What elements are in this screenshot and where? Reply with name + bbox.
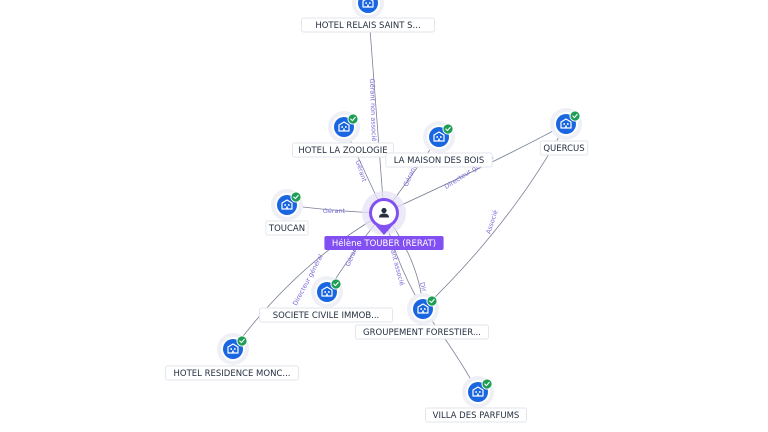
edge-label: Gérant: [354, 159, 369, 183]
verified-check-icon: [481, 378, 493, 390]
node-label-box: [265, 220, 309, 236]
building-icon: [417, 303, 429, 314]
node-label-box: [164, 365, 300, 381]
building-icon: [433, 131, 445, 142]
building-icon: [560, 118, 572, 129]
company-node-sci[interactable]: SOCIETE CIVILE IMMOB...: [258, 276, 394, 323]
node-label-box: [300, 17, 436, 33]
person-node[interactable]: Hélène TOUBER (RERAT): [324, 191, 444, 250]
company-label: HOTEL LA ZOOLOGIE: [298, 146, 387, 156]
company-node-maison[interactable]: LA MAISON DES BOIS: [385, 121, 493, 168]
company-node-villa[interactable]: VILLA DES PARFUMS: [425, 376, 527, 423]
verified-check-icon: [442, 123, 454, 135]
building-icon: [472, 386, 484, 397]
verified-check-icon: [330, 278, 342, 290]
node-label-box: [292, 142, 394, 158]
edge-line: [232, 212, 385, 350]
company-label: HOTEL RELAIS SAINT S...: [315, 21, 420, 31]
company-node-groupement[interactable]: GROUPEMENT FORESTIER...: [354, 293, 490, 340]
person-name: Hélène TOUBER (RERAT): [332, 238, 436, 249]
building-icon: [362, 0, 374, 8]
company-label: GROUPEMENT FORESTIER...: [363, 328, 481, 338]
edge-label: Dir: [418, 281, 428, 293]
verified-check-icon: [569, 110, 581, 122]
building-icon: [338, 121, 350, 132]
person-icon: [379, 207, 389, 218]
company-node-quercus[interactable]: QUERCUS: [539, 108, 589, 156]
edge-label: Gérant: [323, 207, 346, 215]
verified-check-icon: [236, 335, 248, 347]
edge-label: Gérant non associé: [368, 78, 378, 141]
node-label-box: [425, 407, 527, 423]
edge-person-relais: Gérant non associé: [367, 2, 385, 214]
building-icon: [321, 286, 333, 297]
verified-check-icon: [347, 113, 359, 125]
node-label-box: [354, 324, 490, 340]
node-label-box: [539, 140, 589, 156]
nodes-layer: HOTEL RELAIS SAINT S... HOTEL LA ZOOLOGIE…: [164, 0, 589, 423]
verified-check-icon: [426, 295, 438, 307]
building-icon: [227, 343, 239, 354]
verified-check-icon: [290, 191, 302, 203]
building-icon: [281, 199, 293, 210]
company-label: VILLA DES PARFUMS: [433, 411, 520, 421]
company-label: LA MAISON DES BOIS: [394, 156, 485, 166]
company-node-moncey[interactable]: HOTEL RESIDENCE MONC...: [164, 333, 300, 381]
company-label: TOUCAN: [268, 224, 305, 234]
person-pin-tail: [376, 226, 392, 235]
company-label: QUERCUS: [543, 144, 584, 154]
edge-label: Associé: [484, 209, 499, 235]
company-node-zoologie[interactable]: HOTEL LA ZOOLOGIE: [292, 111, 394, 158]
node-label-box: [258, 307, 394, 323]
person-label-box: [324, 236, 444, 250]
company-label: SOCIETE CIVILE IMMOB...: [273, 311, 380, 321]
node-label-box: [385, 152, 493, 168]
company-node-relais[interactable]: HOTEL RELAIS SAINT S...: [300, 0, 436, 33]
company-node-toucan[interactable]: TOUCAN: [265, 189, 309, 236]
company-label: HOTEL RESIDENCE MONC...: [174, 369, 291, 379]
